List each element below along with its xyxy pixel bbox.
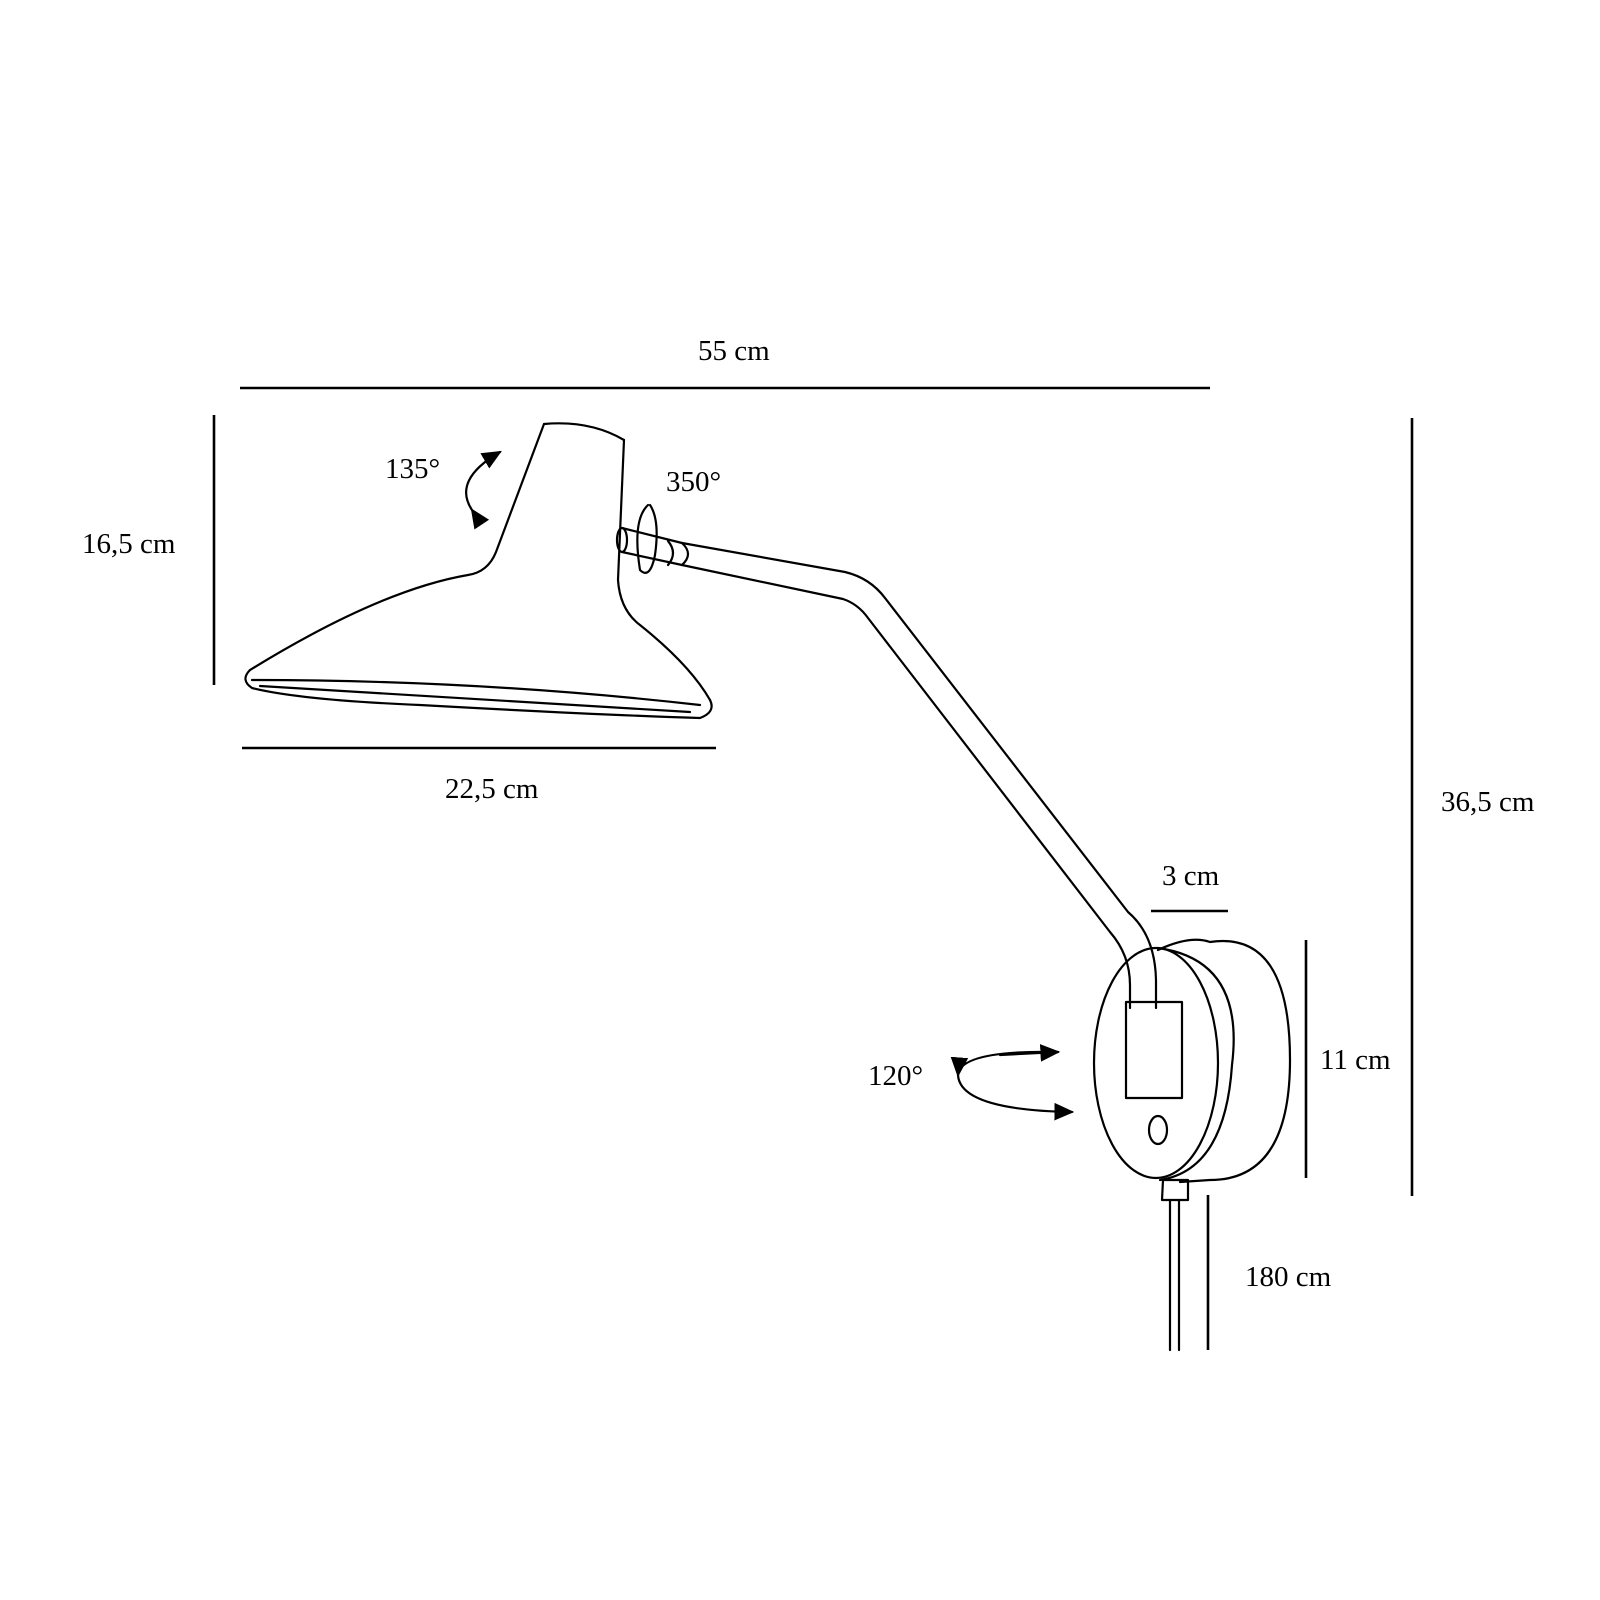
label-shade-diameter: 22,5 cm [445, 773, 539, 805]
label-total-width: 55 cm [698, 335, 770, 367]
label-cable-length: 180 cm [1245, 1261, 1332, 1293]
label-base-swivel: 120° [868, 1060, 924, 1092]
wall-base [1092, 938, 1292, 1184]
tilt-arrow-icon [465, 450, 502, 530]
base-swivel-arrow-icon [950, 1050, 1060, 1078]
arm [680, 541, 1158, 1010]
cable [1160, 1178, 1190, 1352]
switch[interactable] [1147, 1114, 1169, 1146]
lamp-shade [244, 422, 713, 720]
label-base-height: 11 cm [1320, 1044, 1391, 1076]
label-shade-height: 16,5 cm [82, 528, 176, 560]
label-total-height: 36,5 cm [1441, 786, 1535, 818]
swivel-arrow-icon [636, 503, 658, 574]
label-shade-swivel: 350° [666, 466, 722, 498]
swivel-joint [615, 526, 690, 567]
label-shade-tilt: 135° [385, 453, 441, 485]
base-swivel-arrow-icon-lower [956, 1073, 1075, 1121]
label-base-depth: 3 cm [1162, 860, 1220, 892]
